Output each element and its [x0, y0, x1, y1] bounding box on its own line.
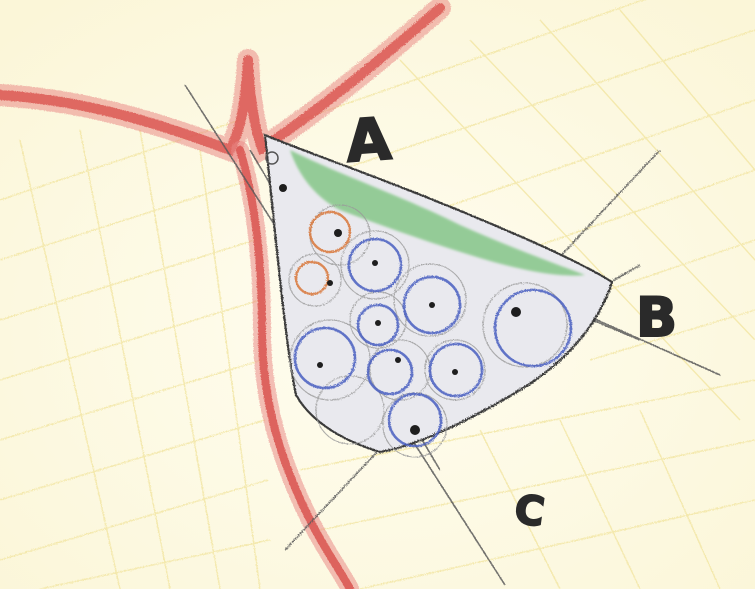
center-dot [334, 229, 342, 237]
center-dot [511, 307, 521, 317]
center-dot [395, 357, 401, 363]
center-dot [372, 260, 378, 266]
center-dot [375, 320, 381, 326]
center-dot [452, 369, 458, 375]
center-dot [317, 362, 323, 368]
center-dot [410, 425, 420, 435]
center-dot [279, 184, 287, 192]
center-dot [429, 302, 435, 308]
center-dot [327, 280, 333, 286]
label-b: B [636, 286, 677, 349]
label-a: A [344, 105, 394, 176]
